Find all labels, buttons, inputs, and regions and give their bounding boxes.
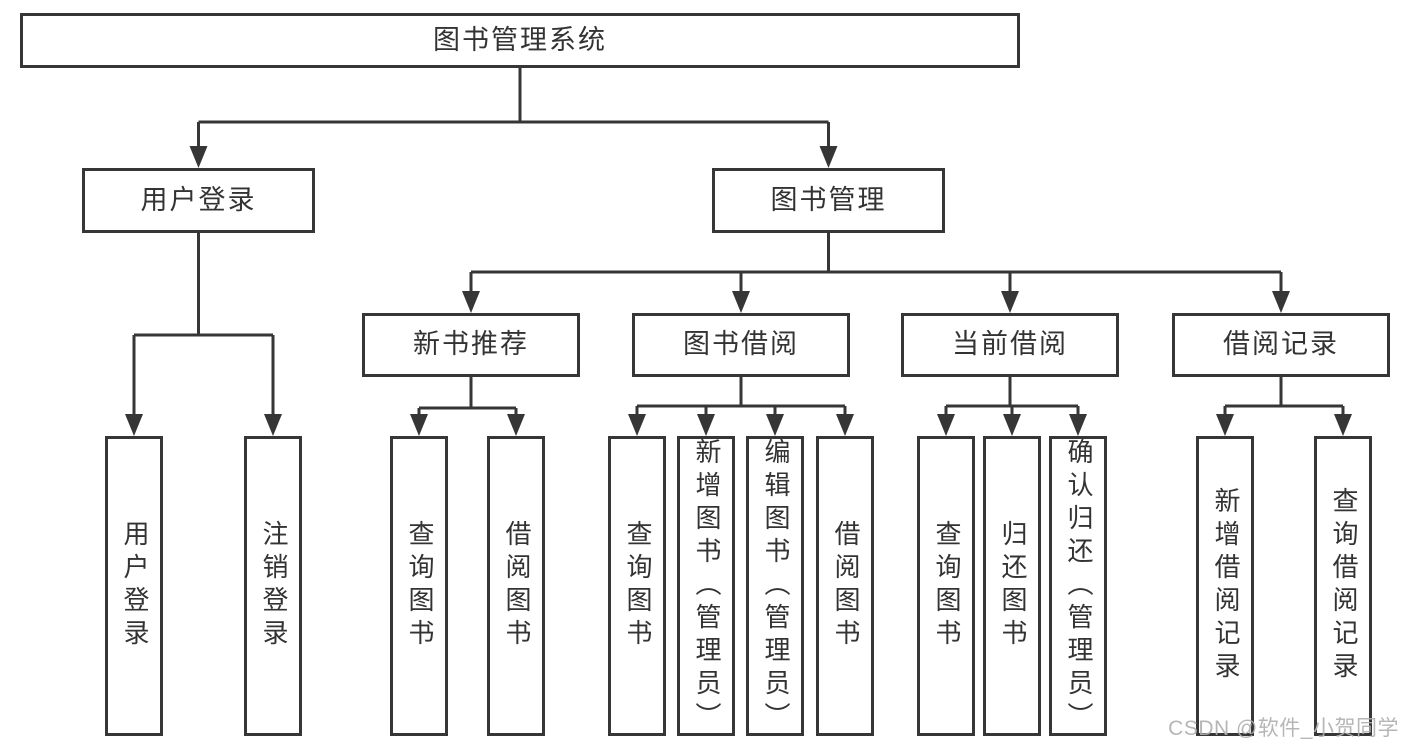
node-borrow-borrow: 借阅图书 bbox=[816, 436, 874, 736]
node-current-query: 查询图书 bbox=[917, 436, 975, 736]
node-borrow: 图书借阅 bbox=[632, 313, 850, 377]
node-borrow-query: 查询图书 bbox=[608, 436, 666, 736]
node-records-add: 新增借阅记录 bbox=[1196, 436, 1254, 736]
node-current-return: 归还图书 bbox=[983, 436, 1041, 736]
node-root: 图书管理系统 bbox=[20, 13, 1020, 68]
node-rec: 新书推荐 bbox=[362, 313, 580, 377]
node-mgmt: 图书管理 bbox=[712, 168, 945, 233]
node-borrow-edit: 编辑图书（管理员） bbox=[746, 436, 804, 736]
node-login-logout: 注销登录 bbox=[244, 436, 302, 736]
node-rec-borrow: 借阅图书 bbox=[487, 436, 545, 736]
node-current-confirm: 确认归还（管理员） bbox=[1049, 436, 1107, 736]
node-rec-query: 查询图书 bbox=[390, 436, 448, 736]
node-borrow-add: 新增图书（管理员） bbox=[677, 436, 735, 736]
node-login: 用户登录 bbox=[82, 168, 315, 233]
watermark: CSDN @软件_小贺同学 bbox=[1168, 717, 1399, 740]
node-records-query: 查询借阅记录 bbox=[1314, 436, 1372, 736]
node-current: 当前借阅 bbox=[901, 313, 1119, 377]
node-login-user: 用户登录 bbox=[105, 436, 163, 736]
node-records: 借阅记录 bbox=[1172, 313, 1390, 377]
